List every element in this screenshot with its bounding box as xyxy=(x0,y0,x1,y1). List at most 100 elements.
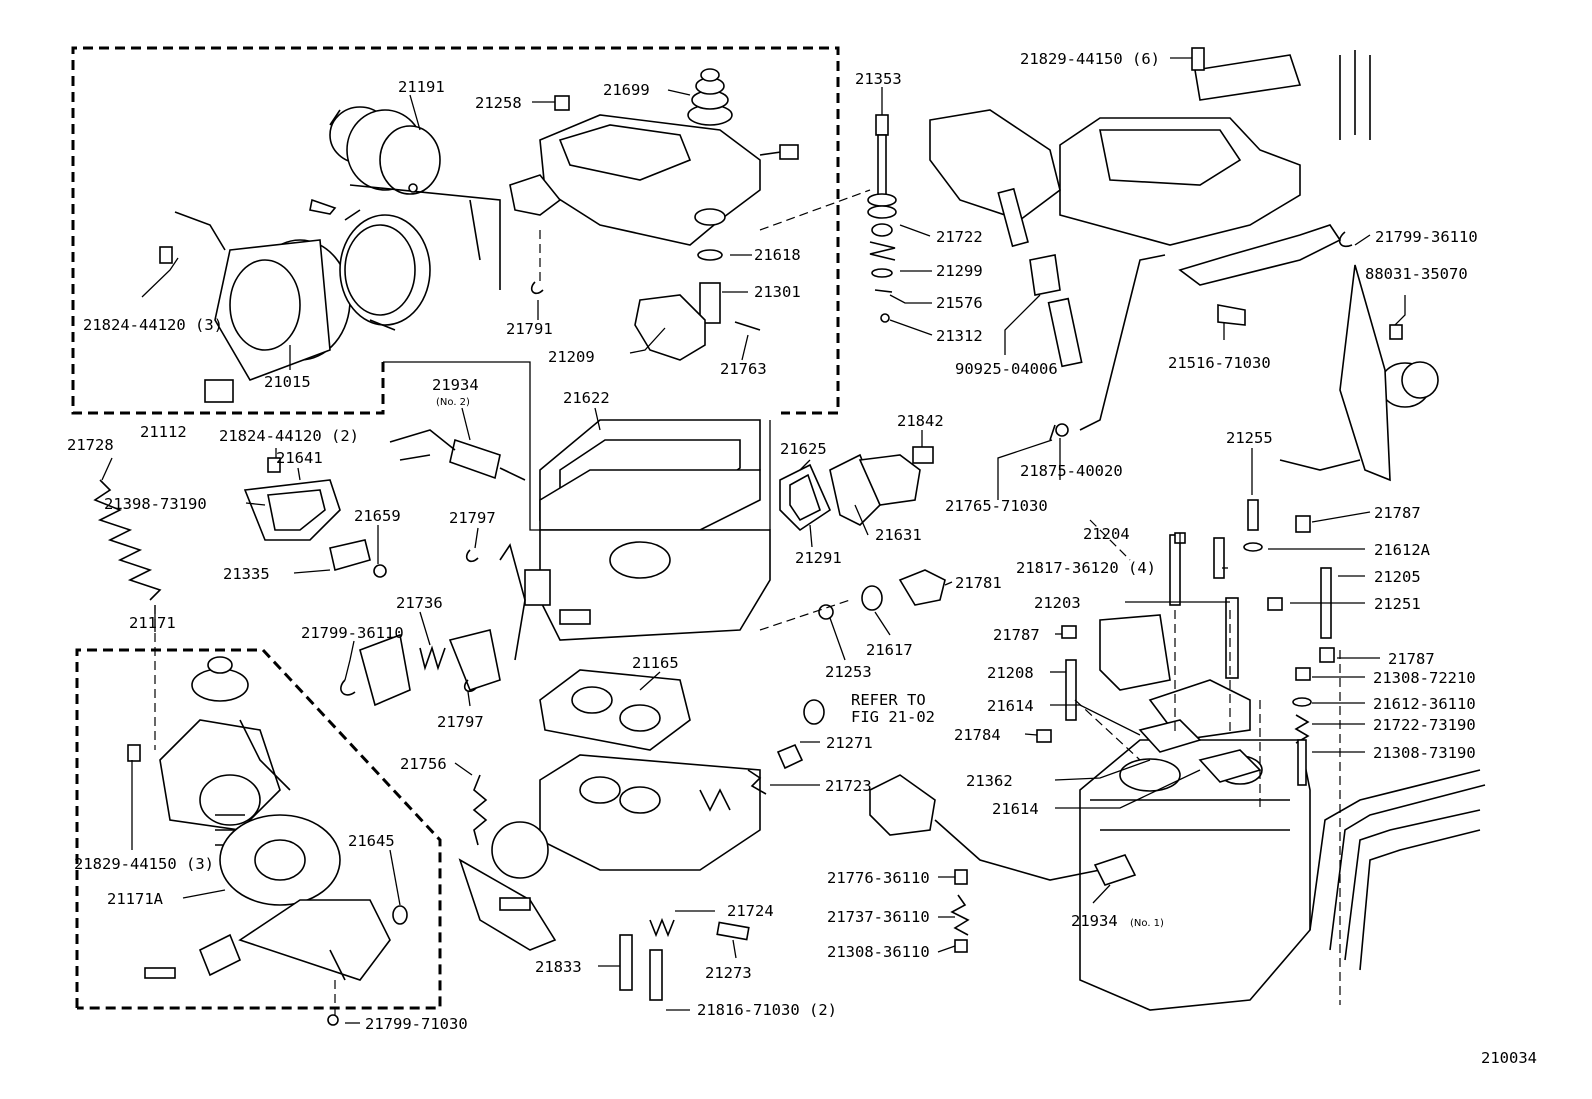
plug-refer-part xyxy=(803,699,825,725)
callout-21791: 21791 xyxy=(506,320,553,338)
callout-21171A: 21171A xyxy=(107,890,164,908)
vacuum-hose-90925-part xyxy=(1029,254,1083,368)
bracket-21335-part xyxy=(329,539,371,572)
choke-opener-diaphragm-part xyxy=(329,106,501,290)
spring-21722-73190-part xyxy=(1294,714,1310,744)
throttle-positioner-bracket-part xyxy=(929,50,1371,286)
callout-21737-36110: 21737-36110 xyxy=(827,908,930,926)
callout-21205: 21205 xyxy=(1374,568,1421,586)
spring-21756-part xyxy=(472,774,488,846)
callout-21781: 21781 xyxy=(955,574,1002,592)
callout-21625: 21625 xyxy=(780,440,827,458)
callout-21722: 21722 xyxy=(936,228,983,246)
refer-note-line1: REFER TO xyxy=(851,691,926,709)
screw-21816-part xyxy=(649,949,663,1001)
gasket-21625-part xyxy=(779,463,832,532)
screw-21833-part xyxy=(619,934,633,991)
washer-21617-part xyxy=(861,585,883,611)
callout-21258: 21258 xyxy=(475,94,522,112)
gasket-21614-a-part xyxy=(1138,719,1202,753)
solenoid-valve-no1-part xyxy=(869,774,1137,886)
callout-21308-72210: 21308-72210 xyxy=(1373,669,1476,687)
washer-21875-part xyxy=(1055,423,1069,437)
callout-21776-36110: 21776-36110 xyxy=(827,869,930,887)
callout-21934-no2-sub: (No. 2) xyxy=(436,397,470,408)
clip-21516-part xyxy=(1217,304,1246,326)
plug-21251-part xyxy=(1267,597,1283,611)
bolt-21829-6-part xyxy=(1191,47,1205,71)
alignment-lines xyxy=(154,189,1341,1015)
diaphragm-21171A-part xyxy=(219,814,391,981)
callout-21255: 21255 xyxy=(1226,429,1273,447)
clip-21799-36110-top-part xyxy=(1338,231,1353,248)
callout-21833: 21833 xyxy=(535,958,582,976)
refer-note-line2: FIG 21-02 xyxy=(851,708,935,726)
rod-21765-part xyxy=(1079,254,1166,431)
callout-21699: 21699 xyxy=(603,81,650,99)
plug-21787-b-part xyxy=(1061,625,1077,639)
callout-21253: 21253 xyxy=(825,663,872,681)
screw-21271-part xyxy=(776,743,804,770)
callout-90925-04006: 90925-04006 xyxy=(955,360,1058,378)
callout-21204: 21204 xyxy=(1083,525,1130,543)
callout-21112: 21112 xyxy=(140,423,187,441)
callout-21171: 21171 xyxy=(129,614,176,632)
callout-21165: 21165 xyxy=(632,654,679,672)
spring-21724-part xyxy=(649,917,675,938)
callout-88031-35070: 88031-35070 xyxy=(1365,265,1468,283)
refer-note: REFER TO FIG 21-02 xyxy=(851,691,935,726)
pump-plunger-part xyxy=(867,114,897,323)
bracket-small-part xyxy=(198,933,242,977)
screw-21817-part xyxy=(1213,537,1225,579)
callout-21617: 21617 xyxy=(866,641,913,659)
callout-21824-44120-2: 21824-44120 (2) xyxy=(219,427,359,445)
callout-21631: 21631 xyxy=(875,526,922,544)
callout-21724: 21724 xyxy=(727,902,774,920)
plug-21253-part xyxy=(818,604,834,620)
callout-21756: 21756 xyxy=(400,755,447,773)
screw-21829-3-part xyxy=(127,744,141,762)
callout-21824-44120-3: 21824-44120 (3) xyxy=(83,316,223,334)
callout-21787-a: 21787 xyxy=(1374,504,1421,522)
callout-21614-a: 21614 xyxy=(987,697,1034,715)
clip-21791-part xyxy=(530,281,544,295)
boot-21699-part xyxy=(687,68,733,126)
clip-21799-36110-mid-part xyxy=(340,679,356,696)
callout-21362: 21362 xyxy=(966,772,1013,790)
callout-21787-b: 21787 xyxy=(993,626,1040,644)
callout-21784: 21784 xyxy=(954,726,1001,744)
callout-21659: 21659 xyxy=(354,507,401,525)
callout-21291: 21291 xyxy=(795,549,842,567)
callout-21641: 21641 xyxy=(276,449,323,467)
callout-21516-71030: 21516-71030 xyxy=(1168,354,1271,372)
screw-bottom-part xyxy=(144,967,176,979)
gasket-21612A-part xyxy=(1243,542,1263,552)
solenoid-valve-no2-part xyxy=(389,429,526,481)
callout-21817-36120-4: 21817-36120 (4) xyxy=(1016,559,1156,577)
callout-21271: 21271 xyxy=(826,734,873,752)
clip-21799-71030-part xyxy=(327,1014,339,1026)
air-horn-part xyxy=(509,114,799,246)
power-piston-part xyxy=(634,249,761,361)
screw-21776-part xyxy=(954,869,968,885)
callout-21353: 21353 xyxy=(855,70,902,88)
top-left-assembly-frame xyxy=(71,46,840,415)
callout-21799-36110-top: 21799-36110 xyxy=(1375,228,1478,246)
callout-21934-no1-sub: (No. 1) xyxy=(1130,918,1164,929)
callout-21273: 21273 xyxy=(705,964,752,982)
diaphragm-cover-part xyxy=(309,198,431,331)
plug-21308-72210-part xyxy=(1295,667,1311,681)
callout-21191: 21191 xyxy=(398,78,445,96)
throttle-body-housing-part xyxy=(174,211,351,403)
callout-21787-c: 21787 xyxy=(1388,650,1435,668)
callout-21816-71030-2: 21816-71030 (2) xyxy=(697,1001,837,1019)
callout-21299: 21299 xyxy=(936,262,983,280)
spring-21723-part xyxy=(747,769,767,795)
callout-21301: 21301 xyxy=(754,283,801,301)
screw-21273-part xyxy=(716,921,750,941)
plug-21787-a-part xyxy=(1295,515,1311,533)
callout-21614-b: 21614 xyxy=(992,800,1039,818)
gasket-21631-part xyxy=(829,453,921,526)
callout-21722-73190: 21722-73190 xyxy=(1373,716,1476,734)
